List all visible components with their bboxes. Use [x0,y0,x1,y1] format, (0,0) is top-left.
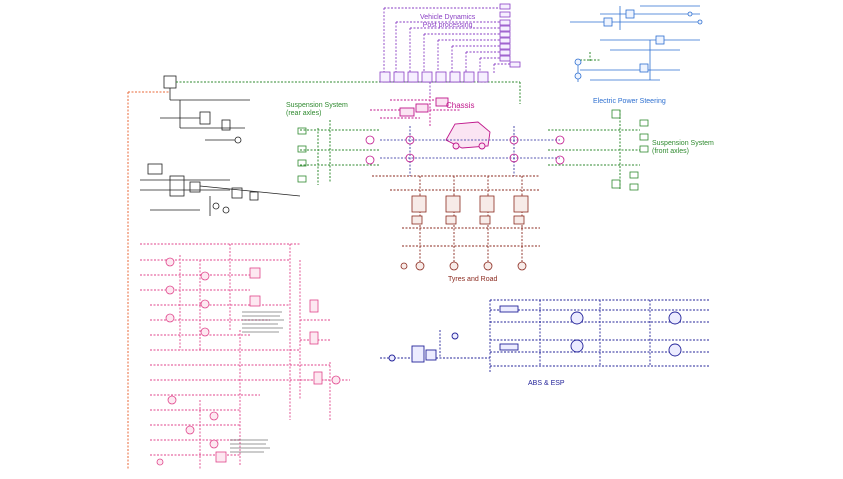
vehicle-dynamics-blocks [379,3,521,83]
driveline-components [156,257,341,466]
control-block [140,163,301,216]
vehicle-dynamics-title: Vehicle Dynamics Post processing [420,14,476,30]
source-block [160,75,250,144]
wheel-hubs [365,135,565,165]
tyres-title: Tyres and Road [448,276,498,283]
suspension-bus-lines [176,52,640,190]
chassis-car-icon [399,97,491,150]
abs-lines [380,299,710,372]
suspension-components [297,109,649,191]
driveline-lines [140,243,350,470]
steering-components [574,9,703,80]
suspension-front-title: Suspension System (front axles) [652,140,714,156]
chassis-lines [370,96,460,126]
chassis-title: Chassis [446,101,475,110]
abs-components [388,305,682,363]
steering-lines [570,5,700,82]
steering-title: Electric Power Steering [593,98,666,105]
tyre-lines [372,175,540,262]
suspension-rear-title: Suspension System (rear axles) [286,102,348,118]
axle-lines [380,126,560,176]
abs-title: ABS & ESP [528,380,565,387]
tyre-blocks [400,195,529,271]
power-feed-lines [127,91,170,470]
driveline-text-block [230,311,284,453]
